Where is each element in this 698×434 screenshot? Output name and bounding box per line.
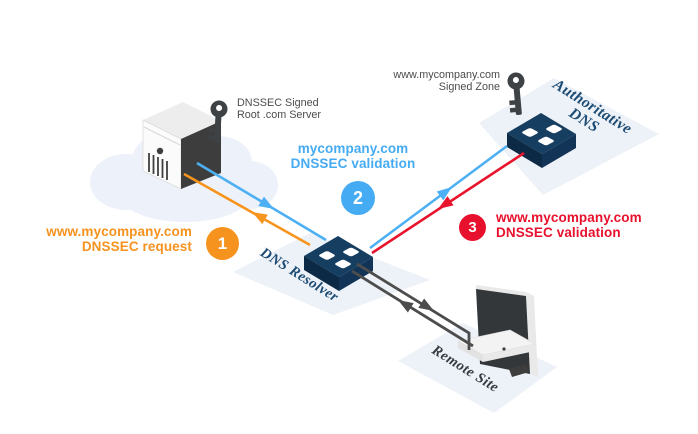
signed-zone-caption-line1: www.mycompany.com: [393, 69, 500, 81]
monitor-icon: [457, 285, 538, 377]
step2-badge: 2: [341, 181, 375, 215]
step3-label-line2: DNSSEC validation: [496, 224, 621, 240]
step3-label: www.mycompany.com DNSSEC validation: [496, 210, 672, 241]
arrow-resolver-to-authoritative: [369, 144, 508, 250]
step1-label: www.mycompany.com DNSSEC request: [26, 224, 192, 255]
root-server-caption: DNSSEC Signed Root .com Server: [237, 97, 321, 122]
step2-label-line1: mycompany.com: [297, 141, 409, 156]
link-lines: [183, 144, 525, 350]
signed-zone-caption: www.mycompany.com Signed Zone: [356, 69, 500, 94]
step2-label-line2: DNSSEC validation: [290, 155, 416, 171]
step1-label-line2: DNSSEC request: [81, 238, 192, 254]
step1-label-line1: www.mycompany.com: [46, 224, 192, 239]
arrowhead: [249, 207, 268, 225]
arrow-remote-to-resolver: [351, 269, 474, 348]
arrow-request-to-root: [183, 172, 311, 247]
step1-badge: 1: [206, 227, 239, 260]
step2-label: mycompany.com DNSSEC validation: [266, 141, 440, 172]
step3-badge: 3: [459, 214, 486, 241]
remote-site-plane: [398, 323, 557, 413]
root-server-caption-line1: DNSSEC Signed: [237, 97, 319, 109]
signed-zone-caption-line2: Signed Zone: [438, 81, 500, 94]
server-icon: [142, 102, 221, 190]
root-server-caption-line2: Root .com Server: [237, 109, 322, 122]
step3-label-line1: www.mycompany.com: [496, 210, 642, 225]
